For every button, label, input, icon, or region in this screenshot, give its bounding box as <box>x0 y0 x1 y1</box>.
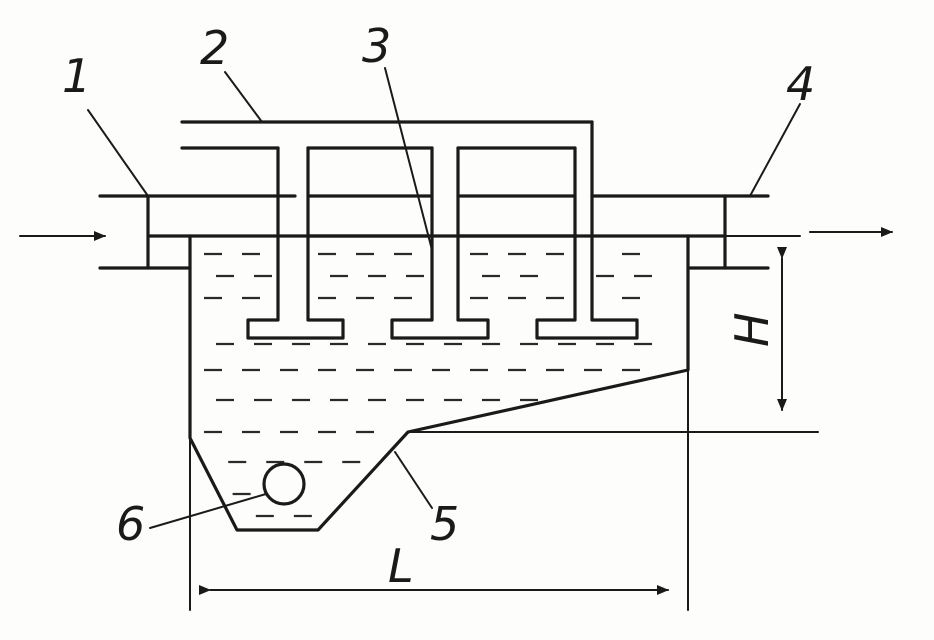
length-dimension <box>189 369 689 611</box>
outlet-channel <box>590 194 770 270</box>
distribution-channels <box>246 146 639 340</box>
collector-header <box>180 120 594 198</box>
label-collector: 2 <box>200 21 229 75</box>
label-slope: 5 <box>430 497 459 551</box>
height-dimension <box>407 235 819 433</box>
leader-lines <box>87 67 801 529</box>
label-height: H <box>725 312 779 347</box>
label-inlet: 1 <box>62 49 91 103</box>
water-fill <box>204 252 652 518</box>
label-pipe: 6 <box>116 497 145 551</box>
sludge-pipe <box>262 462 306 506</box>
label-outlet: 4 <box>786 57 815 111</box>
label-length: L <box>388 539 414 593</box>
label-channel: 3 <box>362 19 391 73</box>
inlet-channel <box>98 194 297 270</box>
